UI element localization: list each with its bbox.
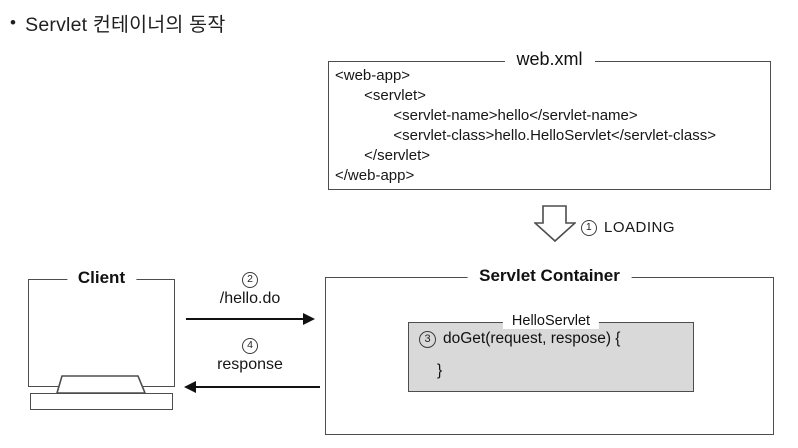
step-4-badge: 4 xyxy=(242,338,258,354)
helloservlet-label: HelloServlet xyxy=(502,313,600,329)
closing-brace-text: } xyxy=(437,362,443,379)
webxml-box-title: web.xml xyxy=(504,49,595,70)
step-1-badge: 1 xyxy=(581,219,597,236)
servlet-container-box: Servlet Container HelloServlet 3 doGet(r… xyxy=(325,266,774,435)
client-monitor: Client xyxy=(28,268,175,387)
request-url-text: /hello.do xyxy=(219,290,281,307)
servlet-container-title: Servlet Container xyxy=(467,266,632,286)
code-line: <servlet-name>hello</servlet-name> xyxy=(335,107,638,124)
code-line: </servlet> xyxy=(335,147,431,164)
page-title-text: Servlet 컨테이너의 동작 xyxy=(25,14,226,36)
client-title: Client xyxy=(66,268,137,288)
webxml-code: <web-app> <servlet> <servlet-name>hello<… xyxy=(335,66,716,186)
loading-text: LOADING xyxy=(604,219,676,236)
request-step-label: 2 /hello.do xyxy=(192,272,308,308)
response-step-label: 4 response xyxy=(192,338,308,374)
request-arrow-line xyxy=(186,318,304,320)
code-line: <servlet-class>hello.HelloServlet</servl… xyxy=(335,127,716,144)
code-line: <servlet> xyxy=(335,87,426,104)
code-line: </web-app> xyxy=(335,167,415,184)
doget-code-line: 3 doGet(request, respose) { xyxy=(419,330,621,348)
webxml-box: web.xml <web-app> <servlet> <servlet-nam… xyxy=(328,49,771,190)
bullet-icon: • xyxy=(10,12,17,32)
response-arrowhead-icon xyxy=(184,381,196,393)
doget-code-text: doGet(request, respose) { xyxy=(443,330,621,347)
step-2-badge: 2 xyxy=(242,272,258,288)
response-text: response xyxy=(217,356,283,373)
loading-down-arrow-icon xyxy=(534,205,576,243)
page-title: • Servlet 컨테이너의 동작 xyxy=(10,8,225,37)
client-stand xyxy=(55,375,147,394)
helloservlet-box: HelloServlet 3 doGet(request, respose) {… xyxy=(408,313,694,392)
response-arrow-line xyxy=(196,386,320,388)
code-line: <web-app> xyxy=(335,67,411,84)
step-3-badge: 3 xyxy=(419,330,436,348)
client-base xyxy=(30,393,173,410)
loading-step-label: 1 LOADING xyxy=(581,219,675,236)
request-arrowhead-icon xyxy=(303,313,315,325)
